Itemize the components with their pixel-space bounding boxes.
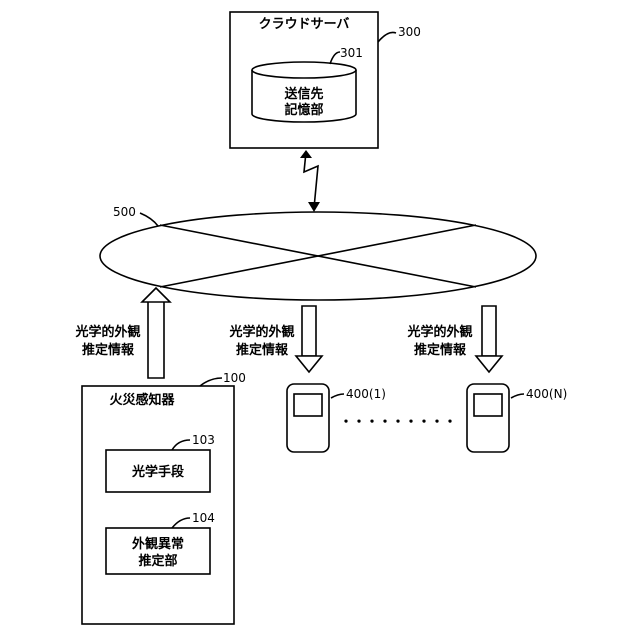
appearance-estimator-line2: 推定部 [138,553,177,569]
fire-detector-box [82,386,234,624]
down-arrow-1-label-line1: 光学的外観 [228,324,294,340]
up-arrow [142,288,170,378]
cloud-server-leader [378,32,396,42]
network-ref: 500 [113,205,136,219]
storage-label-line2: 記憶部 [284,102,323,118]
appearance-estimator-line1: 外観異常 [131,536,184,552]
storage-ref: 301 [340,46,363,60]
terminal-1-icon [287,384,329,452]
storage-leader [330,52,340,64]
down-arrow-2-label-line2: 推定情報 [414,342,467,358]
fire-detector-leader [200,378,222,386]
network-leader [140,213,158,226]
optical-means-ref: 103 [192,433,215,447]
optical-means-label: 光学手段 [131,464,184,480]
wireless-link-icon [300,150,320,212]
down-arrow-1-label-line2: 推定情報 [236,342,289,358]
terminal-n-icon [467,384,509,452]
up-arrow-label-line2: 推定情報 [82,342,135,358]
up-arrow-label-line1: 光学的外観 [74,324,140,340]
terminal-1-leader [331,394,344,398]
terminal-1-ref: 400(1) [346,387,386,401]
storage-label-line1: 送信先 [283,86,323,102]
terminal-n-leader [511,394,524,398]
appearance-estimator-ref: 104 [192,511,215,525]
optical-means-leader [172,440,190,450]
fire-detector-label: 火災感知器 [109,392,175,408]
fire-detector-ref: 100 [223,371,246,385]
down-arrow-2-label-line1: 光学的外観 [406,324,472,340]
terminal-n-ref: 400(N) [526,387,567,401]
down-arrow-1 [296,306,322,372]
appearance-estimator-leader [172,518,190,528]
cloud-server-ref: 300 [398,25,421,39]
cloud-server-label: クラウドサーバ [259,17,350,32]
terminals-ellipsis: ・・・・・・・・・ [339,415,456,430]
down-arrow-2 [476,306,502,372]
